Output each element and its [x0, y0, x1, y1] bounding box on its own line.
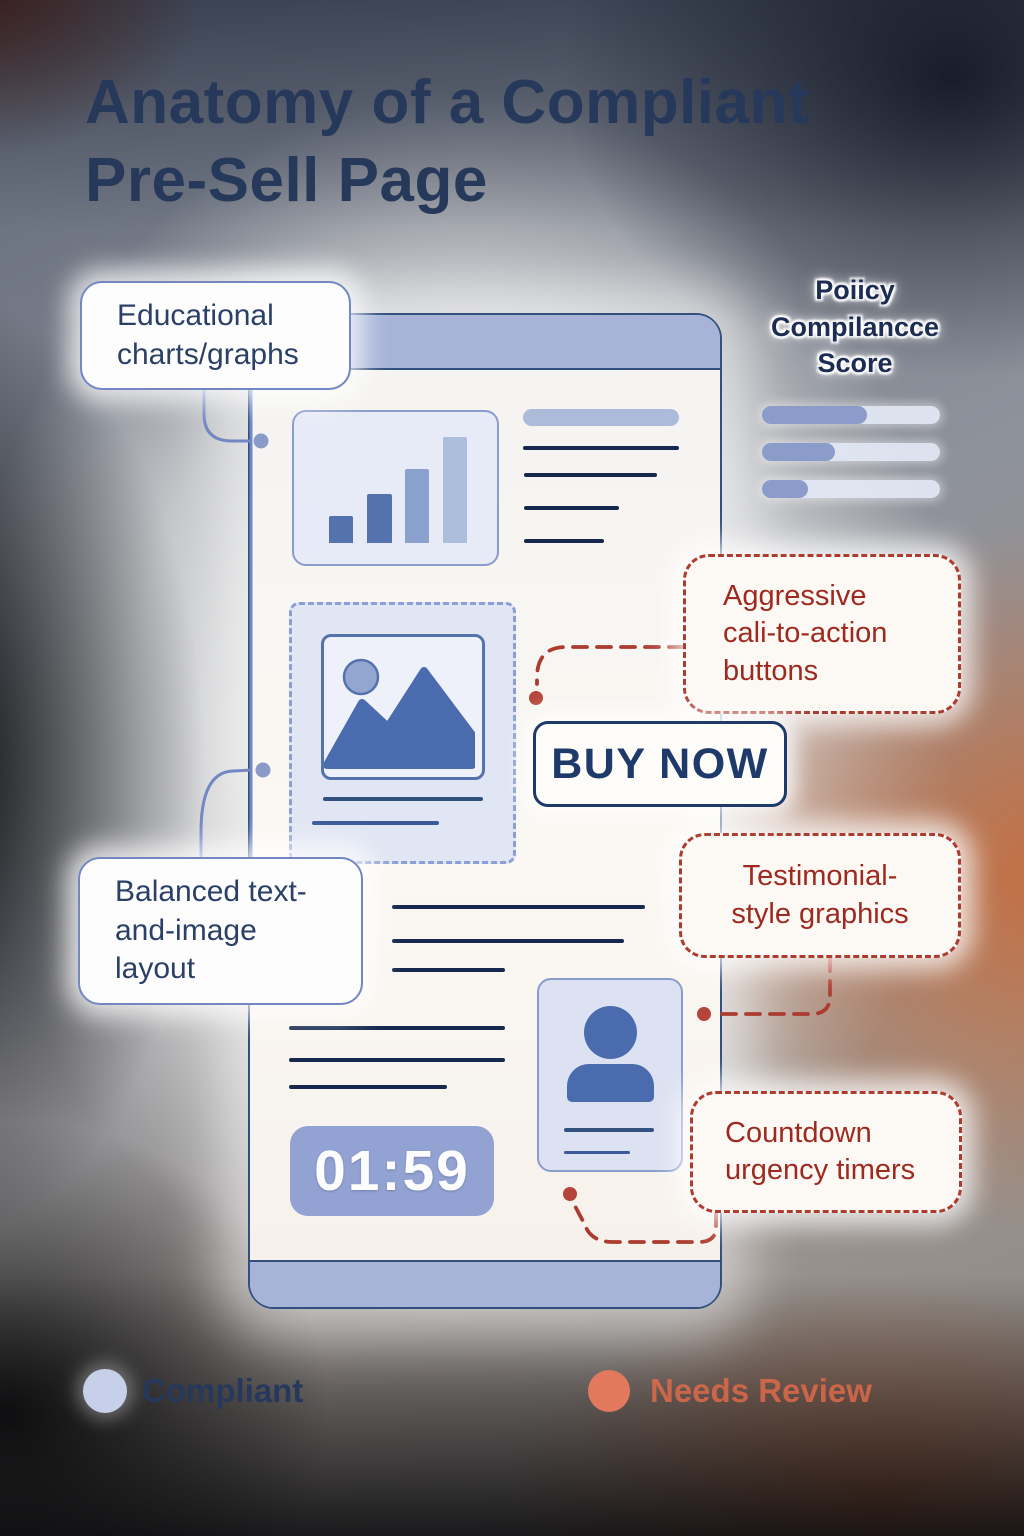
legend-needs-review-dot [588, 1370, 630, 1412]
phone-frame: 01:59 [248, 313, 722, 1309]
countdown-timer-display: 01:59 [290, 1126, 494, 1216]
text-line [289, 1026, 505, 1030]
text-line [323, 797, 483, 801]
text-line [523, 446, 679, 450]
text-line [564, 1128, 654, 1132]
buy-now-button[interactable]: BUY NOW [533, 721, 787, 807]
score-bar-track [762, 480, 940, 498]
callout-label: Balanced text- and-image layout [115, 875, 307, 986]
sun-and-mountains-icon [323, 658, 476, 769]
phone-footer-bar [250, 1260, 720, 1307]
legend-compliant-dot [83, 1369, 127, 1413]
callout-label: Countdown urgency timers [725, 1116, 916, 1186]
callout-aggressive-cta: Aggressive cali-to-action buttons [683, 554, 961, 714]
compliant-connectors [199, 389, 253, 858]
score-bar-fill [762, 406, 868, 424]
text-line [524, 473, 657, 477]
score-bar-track [762, 443, 940, 461]
score-bar-fill [762, 443, 835, 461]
score-bar-track [762, 406, 940, 424]
image-icon [321, 634, 485, 780]
callout-countdown-timers: Countdown urgency timers [690, 1091, 962, 1213]
text-line [392, 905, 645, 909]
legend-needs-review-label: Needs Review [650, 1372, 872, 1409]
callout-educational-charts: Educational charts/graphs [80, 281, 351, 390]
person-icon [584, 1006, 637, 1059]
callout-balanced-layout: Balanced text- and-image layout [78, 857, 363, 1005]
callout-label: Aggressive cali-to-action buttons [723, 580, 888, 687]
text-line [312, 821, 439, 825]
chart-bar [443, 437, 467, 543]
text-line [289, 1085, 447, 1089]
text-line [289, 1058, 505, 1062]
testimonial-card [537, 978, 683, 1172]
score-panel-bars [762, 406, 940, 517]
text-line [564, 1151, 630, 1154]
bar-chart-icon [294, 433, 497, 543]
chart-bar [405, 469, 429, 543]
text-line [392, 939, 624, 943]
text-line [392, 968, 505, 972]
chart-bar [329, 516, 353, 543]
page-title: Anatomy of a Compliant Pre-Sell Page [85, 68, 810, 216]
callout-testimonial-graphics: Testimonial- style graphics [679, 833, 961, 958]
text-line [524, 539, 604, 543]
image-placeholder [289, 602, 516, 864]
text-line [524, 506, 619, 510]
heading-pill [523, 409, 679, 426]
chart-bar [367, 494, 392, 543]
score-panel-title: Poiicy Compilancce Score [770, 275, 940, 379]
person-icon-body [567, 1064, 654, 1102]
score-bar-fill [762, 480, 809, 498]
callout-label: Educational charts/graphs [117, 299, 299, 371]
callout-label: Testimonial- style graphics [731, 860, 909, 930]
educational-chart-card [292, 410, 499, 566]
legend-compliant-label: Compliant [142, 1372, 304, 1409]
